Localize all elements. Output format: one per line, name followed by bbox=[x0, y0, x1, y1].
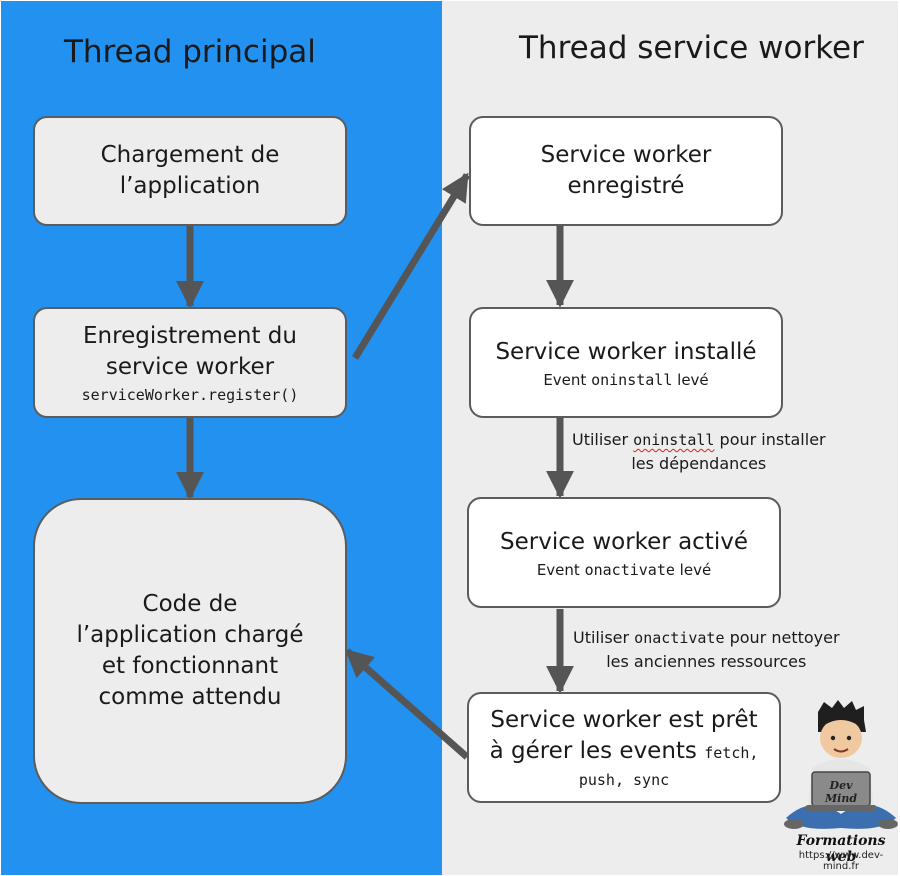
note-install-suffix: pour installer bbox=[719, 430, 826, 449]
registration-line1: Enregistrement du bbox=[83, 323, 297, 349]
service-worker-thread-title: Thread service worker bbox=[519, 30, 864, 66]
sw-installed-event-suffix: levé bbox=[677, 370, 709, 389]
note-install-code: oninstall bbox=[633, 431, 715, 449]
box-app-loading: Chargement de l’application bbox=[33, 116, 347, 226]
sw-installed-title: Service worker installé bbox=[495, 338, 757, 365]
sw-installed-event-code: oninstall bbox=[591, 370, 673, 389]
sw-ready-line1: Service worker est prêt bbox=[490, 706, 758, 733]
app-loading-line1: Chargement de bbox=[100, 142, 280, 168]
arrow-registration-to-registered bbox=[352, 172, 470, 360]
sw-ready-line2: à gérer les events fetch, bbox=[490, 736, 759, 769]
note-activate-line1: Utiliser onactivate pour nettoyer bbox=[573, 626, 840, 650]
arrow-ready-to-loaded bbox=[344, 648, 470, 760]
note-activate: Utiliser onactivate pour nettoyer les an… bbox=[573, 626, 840, 673]
box-app-loaded: Code de l’application chargé et fonction… bbox=[33, 498, 347, 804]
sw-activated-event-prefix: Event bbox=[536, 560, 580, 579]
sw-ready-line2-text: à gérer les events bbox=[489, 737, 697, 764]
sw-activated-event-code: onactivate bbox=[584, 560, 675, 579]
app-loaded-line2: l’application chargé bbox=[76, 622, 304, 648]
registration-line2: service worker bbox=[105, 354, 275, 380]
note-activate-prefix: Utiliser bbox=[573, 628, 630, 647]
registration-code: serviceWorker.register() bbox=[81, 386, 299, 404]
note-install-prefix: Utiliser bbox=[572, 430, 629, 449]
sw-activated-event: Event onactivate levé bbox=[537, 561, 711, 579]
box-sw-activated: Service worker activé Event onactivate l… bbox=[467, 497, 781, 608]
note-install: Utiliser oninstall pour installer les dé… bbox=[572, 428, 826, 475]
dev-mind-logo: Dev Mind Formations web https://www.dev-… bbox=[782, 698, 900, 876]
box-sw-registered: Service worker enregistré bbox=[469, 116, 783, 226]
logo-brand: Formations web bbox=[796, 833, 886, 865]
dev-mind-mascot-icon bbox=[784, 700, 898, 829]
sw-ready-fetch-code: fetch, bbox=[704, 743, 759, 762]
note-activate-suffix: pour nettoyer bbox=[729, 628, 840, 647]
box-sw-ready: Service worker est prêt à gérer les even… bbox=[467, 692, 781, 803]
note-activate-line2: les anciennes ressources bbox=[606, 652, 807, 671]
main-thread-title: Thread principal bbox=[64, 34, 316, 70]
sw-installed-event: Event oninstall levé bbox=[543, 371, 708, 389]
sw-registered-line2: enregistré bbox=[567, 173, 685, 199]
app-loaded-line3: et fonctionnant bbox=[101, 653, 279, 679]
note-install-line2: les dépendances bbox=[631, 454, 767, 473]
sw-activated-event-suffix: levé bbox=[679, 560, 712, 579]
box-sw-registration: Enregistrement du service worker service… bbox=[33, 307, 347, 418]
logo-badge: Dev Mind bbox=[824, 779, 858, 805]
note-activate-code: onactivate bbox=[634, 629, 725, 647]
app-loading-line2: l’application bbox=[119, 173, 261, 199]
app-loaded-line1: Code de bbox=[142, 591, 238, 617]
sw-installed-event-prefix: Event bbox=[543, 370, 587, 389]
note-install-line1: Utiliser oninstall pour installer bbox=[572, 428, 826, 452]
sw-ready-push-sync-code: push, sync bbox=[578, 770, 670, 789]
sw-registered-line1: Service worker bbox=[540, 142, 712, 168]
app-loaded-line4: comme attendu bbox=[98, 684, 282, 710]
logo-url: https://www.dev-mind.fr bbox=[798, 850, 884, 872]
sw-activated-title: Service worker activé bbox=[500, 528, 748, 555]
box-sw-installed: Service worker installé Event oninstall … bbox=[469, 307, 783, 418]
